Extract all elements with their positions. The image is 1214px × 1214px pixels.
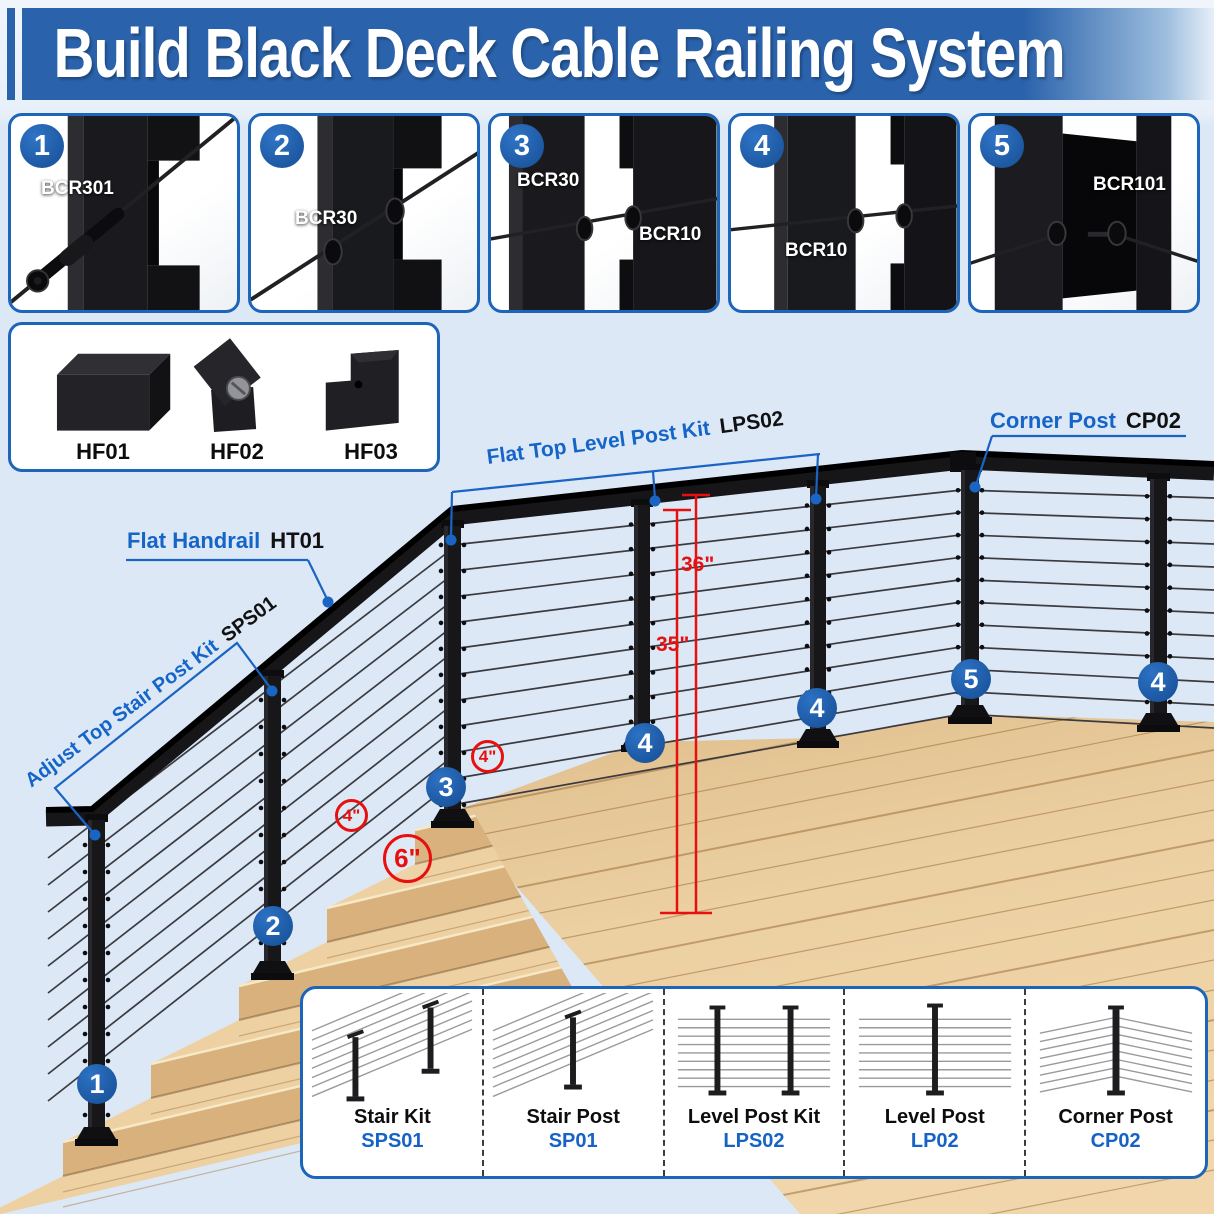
legend-item-level-post-kit: Level Post Kit LPS02 (662, 989, 844, 1176)
handrail-fittings-panel: HF01 HF02 HF03 (8, 322, 440, 472)
legend-name: Corner Post (1058, 1106, 1173, 1128)
dimension-lines (660, 493, 712, 915)
legend-name: Level Post Kit (687, 1106, 821, 1128)
part-label: BCR101 (1093, 174, 1166, 195)
component-panel-4: 4 BCR10 (728, 113, 960, 313)
part-label: BCR30 (295, 208, 358, 229)
panel-number-badge: 4 (740, 124, 784, 168)
leader-dots (89, 481, 981, 841)
panel-number-badge: 2 (260, 124, 304, 168)
fittings-illustration (56, 338, 399, 433)
banner-side-stripe (7, 8, 15, 100)
steel-cables (47, 487, 1214, 1118)
legend-item-stair-post: Stair Post SP01 (481, 989, 663, 1176)
component-panel-2: 2 BCR30 (248, 113, 480, 313)
callout-leader-lines (53, 434, 1186, 841)
part-label: BCR301 (41, 178, 114, 199)
fitting-label: HF01 (76, 439, 130, 464)
cable-through-post-illustration (491, 116, 717, 310)
level-post-kit-illustration (677, 1005, 831, 1096)
fitting-label: HF03 (344, 439, 398, 464)
component-panel-3: 3 BCR30 BCR10 (488, 113, 720, 313)
corner-post-illustration (1039, 1005, 1192, 1096)
legend-code: SPS01 (361, 1130, 424, 1152)
legend-item-corner-post: Corner Post CP02 (1024, 989, 1205, 1176)
fitting-label: HF02 (210, 439, 264, 464)
legend-name: Stair Post (526, 1106, 620, 1128)
page-title: Build Black Deck Cable Railing System (53, 14, 1066, 94)
part-label: BCR10 (785, 240, 848, 261)
part-label: BCR30 (517, 170, 580, 191)
post-types-legend: Stair Kit SPS01 Stair Post SP01 Level Po… (300, 986, 1208, 1179)
legend-item-level-post: Level Post LP02 (843, 989, 1024, 1176)
legend-item-stair-kit: Stair Kit SPS01 (303, 989, 482, 1176)
stair-kit-illustration (312, 993, 473, 1102)
corner-post-fitting-illustration (971, 116, 1197, 310)
part-label: BCR10 (639, 224, 702, 245)
level-post-illustration (858, 1003, 1011, 1096)
legend-code: SP01 (548, 1130, 598, 1152)
legend-code: LP02 (910, 1130, 959, 1152)
component-panel-5: 5 BCR101 (968, 113, 1200, 313)
panel-number-badge: 5 (980, 124, 1024, 168)
legend-name: Level Post (884, 1106, 985, 1128)
legend-code: LPS02 (723, 1130, 785, 1152)
title-banner: Build Black Deck Cable Railing System (22, 8, 1214, 100)
stair-post-illustration (492, 993, 654, 1098)
panel-number-badge: 1 (20, 124, 64, 168)
cable-grommet-illustration (731, 116, 957, 310)
panel-number-badge: 3 (500, 124, 544, 168)
legend-name: Stair Kit (354, 1106, 431, 1128)
railing-posts (75, 464, 1180, 1146)
legend-code: CP02 (1090, 1130, 1141, 1152)
cable-tensioner-illustration (11, 116, 237, 310)
component-panel-1: 1 BCR301 (8, 113, 240, 313)
cable-fitting-illustration (251, 116, 477, 310)
